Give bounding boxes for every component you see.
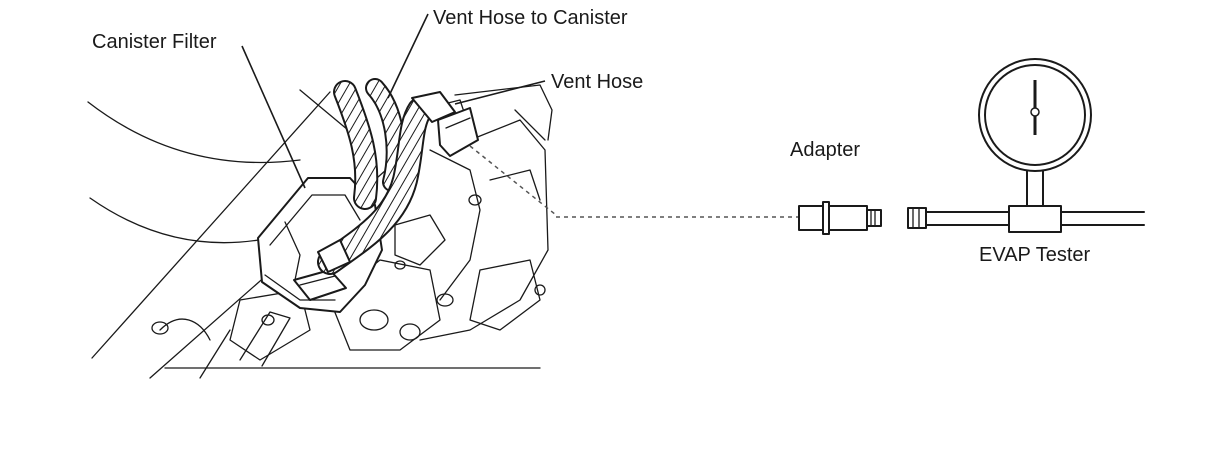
adapter: [798, 201, 882, 235]
vent-hose-to-canister: [333, 78, 406, 210]
label-vent-hose-to-canister: Vent Hose to Canister: [433, 7, 628, 29]
leader-lines: [241, 13, 546, 189]
canister-filter: [257, 177, 383, 313]
label-vent-hose: Vent Hose: [551, 71, 643, 93]
connection-dashed-line: [469, 145, 557, 216]
label-evap-tester: EVAP Tester: [979, 244, 1091, 266]
evap-tester: [907, 58, 1145, 233]
vent-hose: [317, 91, 479, 275]
label-canister-filter: Canister Filter: [92, 31, 217, 53]
label-adapter: Adapter: [790, 139, 860, 161]
